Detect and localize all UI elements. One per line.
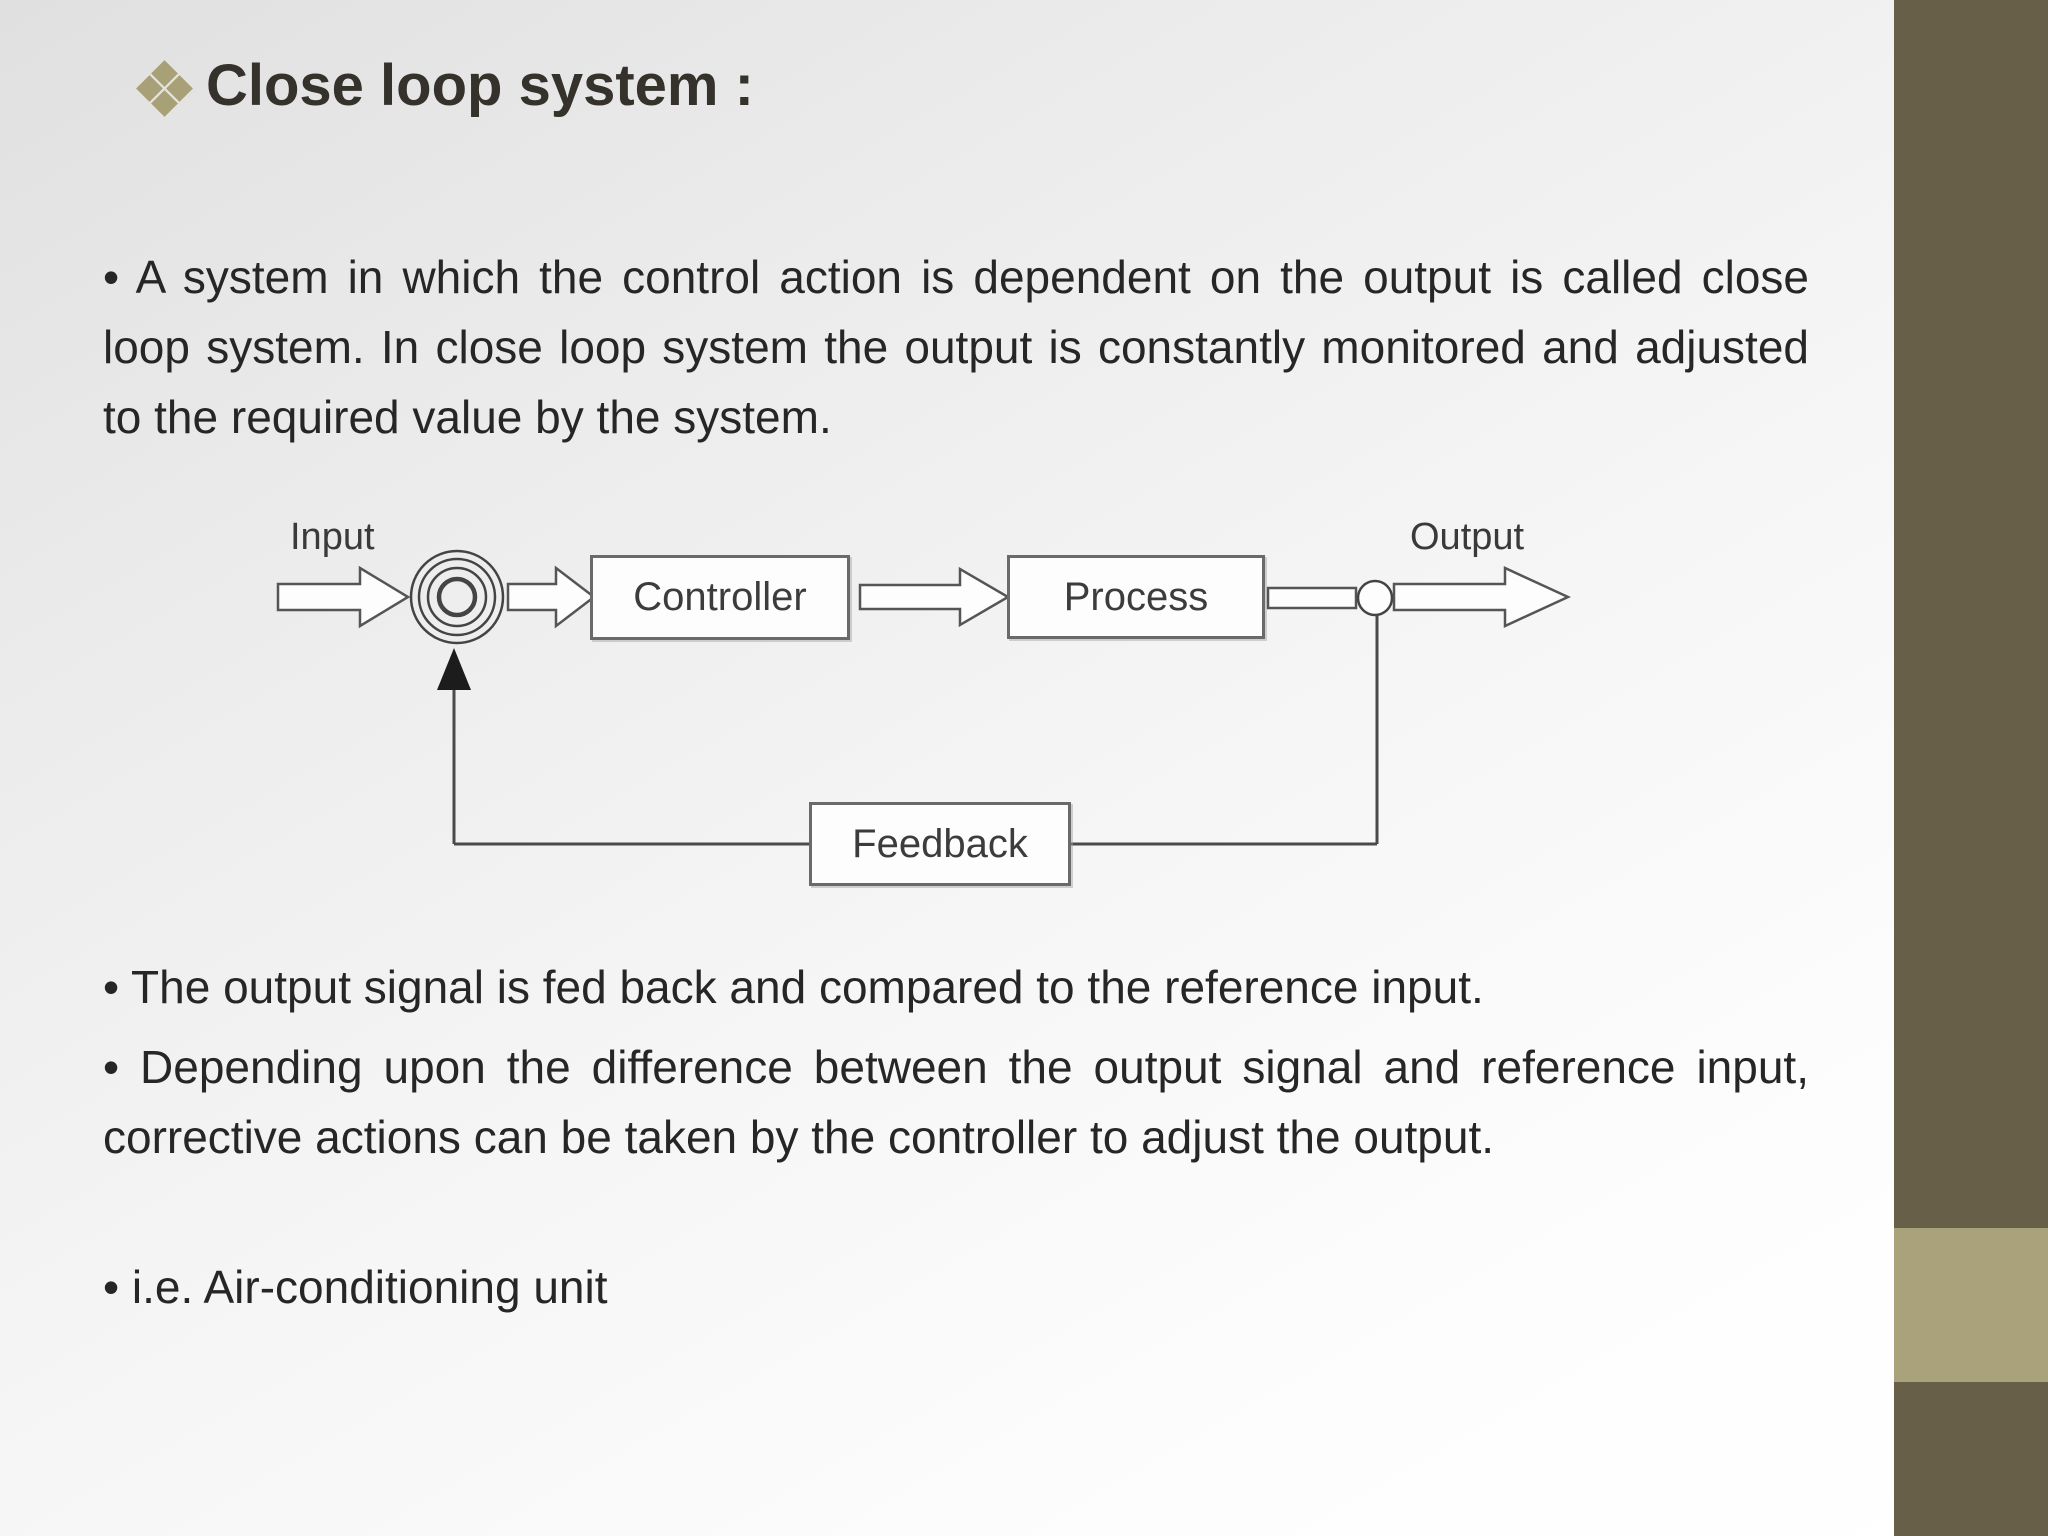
process-to-takeoff-shaft	[1266, 586, 1358, 610]
summing-junction-icon	[409, 549, 505, 645]
takeoff-point-icon	[1356, 579, 1394, 617]
junction-to-controller-arrow-icon	[506, 565, 597, 629]
diagram-shapes	[276, 549, 1571, 846]
feedback-box: Feedback	[809, 802, 1071, 886]
controller-box: Controller	[590, 555, 850, 640]
bullet-paragraph-3: • Depending upon the difference between …	[103, 1041, 1809, 1163]
title-row: Close loop system :	[136, 52, 754, 119]
page-title: Close loop system :	[206, 53, 754, 118]
diamond-bullet-icon	[136, 59, 193, 117]
bullet-paragraph-2: • The output signal is fed back and comp…	[103, 961, 1484, 1013]
input-label: Input	[290, 516, 375, 558]
feedback-arrowhead-icon	[437, 648, 471, 690]
closed-loop-block-diagram: Input Output Controller Process Feedback	[260, 500, 1600, 920]
process-box: Process	[1007, 555, 1265, 639]
bullet-paragraph-4: • i.e. Air-conditioning unit	[103, 1261, 608, 1313]
output-arrow-icon	[1392, 566, 1571, 628]
output-label: Output	[1410, 516, 1525, 558]
sidebar-accent-band	[1894, 1228, 2048, 1382]
right-sidebar	[1894, 0, 2048, 1536]
controller-to-process-arrow-icon	[858, 566, 1011, 628]
bullet-paragraph-1: • A system in which the control action i…	[103, 251, 1809, 443]
input-arrow-icon	[276, 565, 411, 629]
